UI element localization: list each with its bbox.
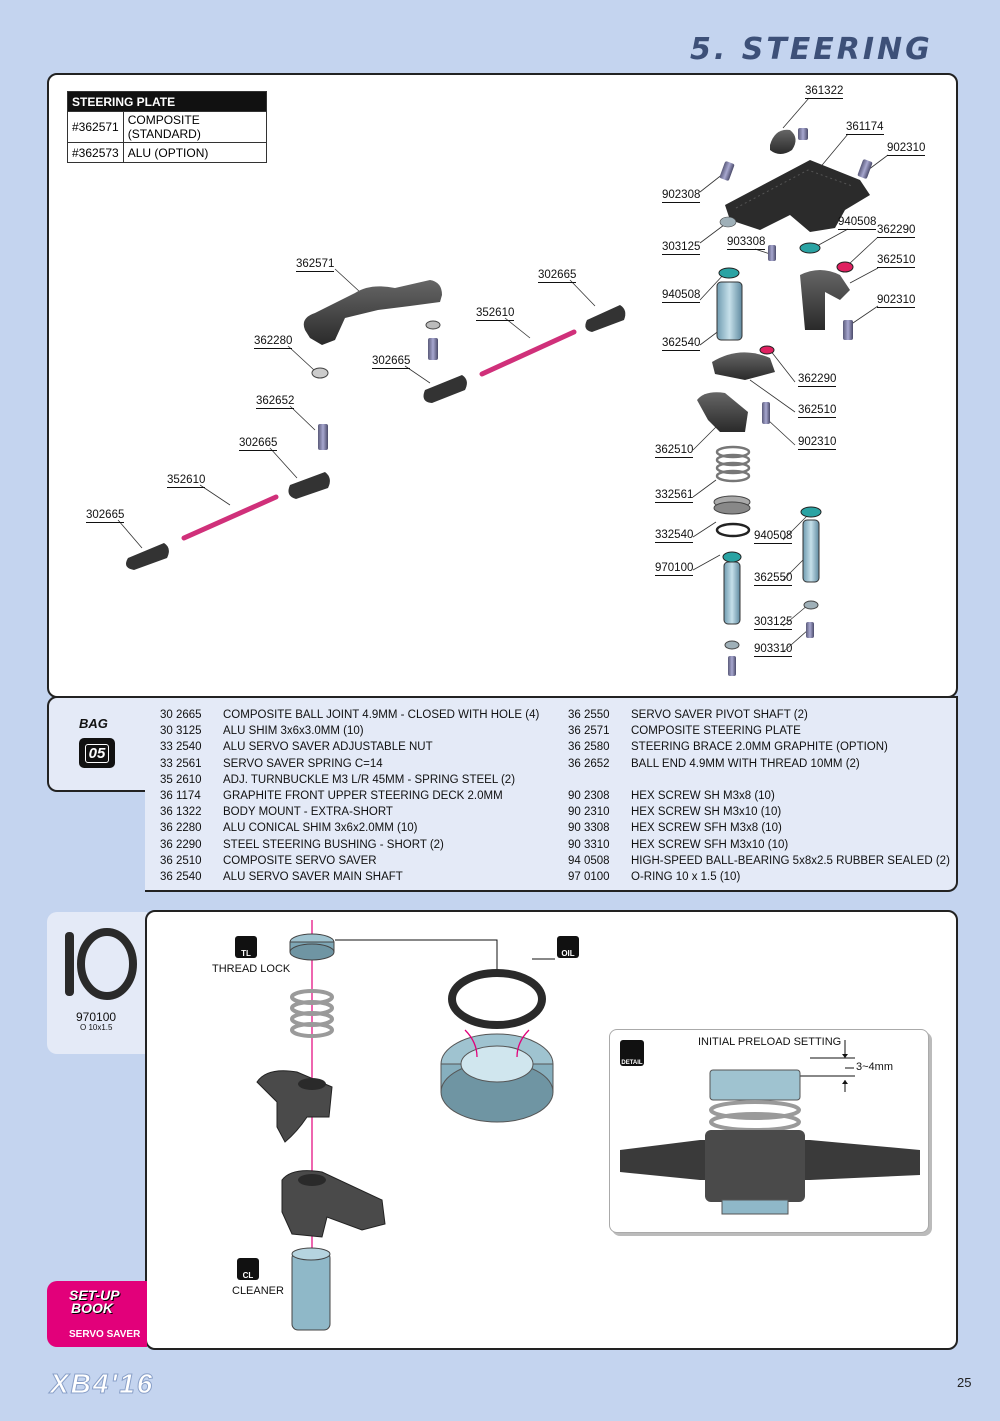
- detail-icon-label: DETAIL: [621, 1060, 643, 1066]
- preload-value: 3~4mm: [856, 1061, 893, 1073]
- thread-lock-icon: TL: [235, 936, 257, 958]
- part-label: 303125: [754, 616, 793, 630]
- table-cell-code: #362571: [67, 111, 124, 143]
- bag-number: 05: [84, 743, 110, 763]
- cleaner-label: CLEANER: [232, 1285, 284, 1297]
- detail-magnifier-icon: DETAIL: [620, 1040, 644, 1066]
- steering-plate-table: STEERING PLATE #362571 COMPOSITE (STANDA…: [67, 91, 268, 163]
- part-label: 332540: [655, 529, 694, 543]
- section-title: 5. STEERING: [690, 32, 933, 67]
- xb4-logo: XB4'16: [49, 1368, 155, 1400]
- part-label: 362540: [662, 337, 701, 351]
- table-cell-desc: ALU (OPTION): [122, 142, 268, 163]
- part-label: 352610: [167, 474, 206, 488]
- list-item: [568, 772, 950, 788]
- preload-detail-box: DETAIL INITIAL PRELOAD SETTING 3~4mm: [609, 1029, 929, 1233]
- setup-book-title-2: BOOK: [71, 1300, 113, 1316]
- bag-number-badge: 05: [79, 738, 115, 768]
- part-label: 332561: [655, 489, 694, 503]
- thread-lock-label: THREAD LOCK: [212, 963, 291, 975]
- part-label: 940508: [838, 216, 877, 230]
- cleaner-icon: CL: [237, 1258, 259, 1280]
- part-label: 940508: [754, 530, 793, 544]
- part-label: 903308: [727, 236, 766, 250]
- oring-icon: [65, 928, 137, 1000]
- part-label: 362550: [754, 572, 793, 586]
- part-label: 362510: [877, 254, 916, 268]
- part-label: 302665: [86, 509, 125, 523]
- part-label: 303125: [662, 241, 701, 255]
- setup-book-subtitle: SERVO SAVER: [69, 1329, 141, 1340]
- part-label: 302665: [538, 269, 577, 283]
- oil-icon: OIL: [557, 936, 579, 958]
- exploded-view-drawing: [117, 97, 889, 676]
- part-label: 902308: [662, 189, 701, 203]
- oring-code: 970100: [76, 1010, 117, 1024]
- servo-saver-assembly-panel: TL THREAD LOCK OIL CL CLEANER DETAIL INI…: [145, 910, 958, 1350]
- part-label: 902310: [887, 142, 926, 156]
- part-label: 302665: [372, 355, 411, 369]
- bag-tab: BAG 05: [47, 696, 147, 792]
- part-label: 902310: [877, 294, 916, 308]
- part-label: 362571: [296, 258, 335, 272]
- part-label: 361322: [805, 85, 844, 99]
- assembly-drawing: [256, 920, 555, 1331]
- steering-plate-table-title: STEERING PLATE: [67, 91, 267, 112]
- part-label: 940508: [662, 289, 701, 303]
- table-cell-desc: COMPOSITE (STANDARD): [122, 111, 268, 143]
- part-label: 302665: [239, 437, 278, 451]
- part-label: 361174: [846, 121, 884, 135]
- part-label: 902310: [798, 436, 837, 450]
- setup-book-tab: SET-UP BOOK SERVO SAVER: [47, 1281, 147, 1347]
- setup-book-title-1: SET-UP: [69, 1287, 120, 1303]
- preload-title: INITIAL PRELOAD SETTING: [698, 1036, 842, 1048]
- oring-size: O 10x1.5: [80, 1023, 113, 1032]
- part-label: 970100: [655, 562, 694, 576]
- preload-drawing: [620, 1040, 920, 1215]
- part-label: 362652: [256, 395, 295, 409]
- part-label: 362280: [254, 335, 293, 349]
- oring-side-box: 970100 O 10x1.5: [47, 912, 147, 1054]
- bag-label: BAG: [79, 716, 108, 731]
- part-label: 362290: [877, 224, 916, 238]
- part-label: 362510: [798, 404, 837, 418]
- part-label: 362290: [798, 373, 837, 387]
- page-number: 25: [957, 1375, 972, 1390]
- part-label: 362510: [655, 444, 694, 458]
- table-cell-code: #362573: [67, 142, 124, 163]
- part-label: 903310: [754, 643, 793, 657]
- part-label: 352610: [476, 307, 515, 321]
